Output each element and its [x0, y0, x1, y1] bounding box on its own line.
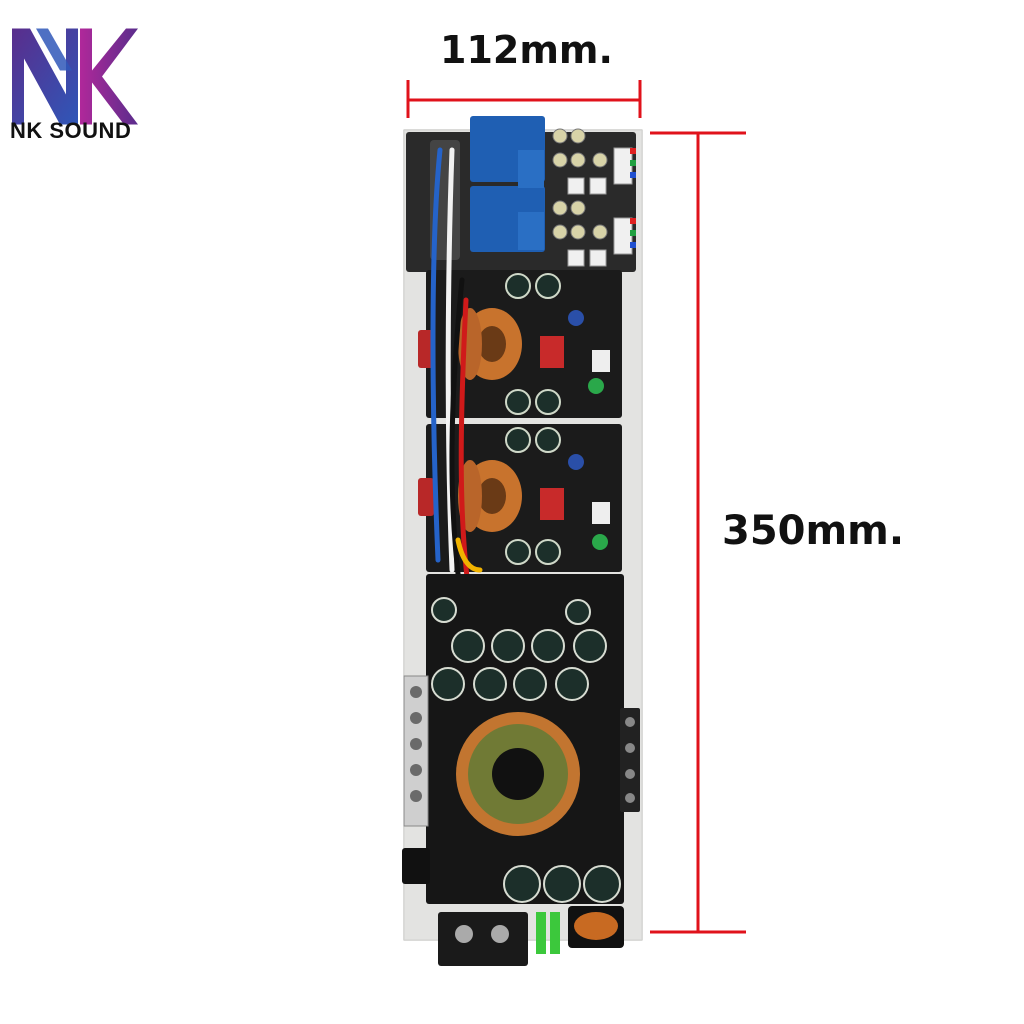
logo-text: NK SOUND [10, 118, 132, 143]
width-dimension-label: 112mm. [440, 28, 613, 72]
left-terminal-strip [403, 675, 429, 827]
right-terminal-strip [620, 708, 640, 812]
height-dimension-line [650, 131, 746, 934]
amplifier-module-1 [418, 270, 622, 418]
nk-sound-logo [12, 28, 138, 125]
relay-board [406, 116, 636, 272]
height-dimension-label: 350mm. [722, 508, 905, 554]
power-input-terminal [438, 906, 624, 966]
amplifier-module-2 [418, 424, 622, 572]
power-supply-board [402, 574, 624, 904]
width-dimension-line [406, 80, 642, 118]
